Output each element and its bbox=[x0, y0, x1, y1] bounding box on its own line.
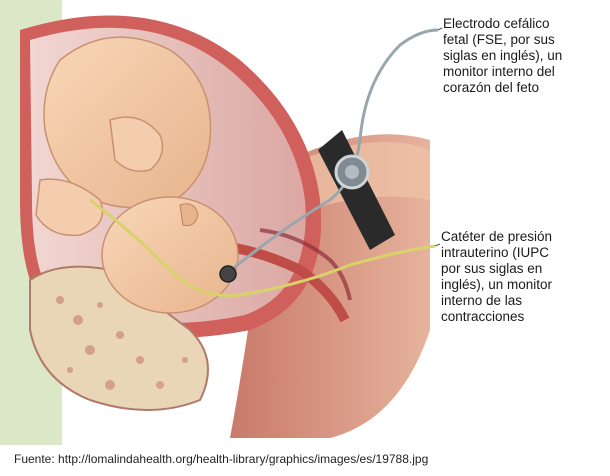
iupc-leader bbox=[435, 244, 440, 246]
source-caption: Fuente: http://lomalindahealth.org/healt… bbox=[14, 452, 428, 466]
fse-leader bbox=[438, 28, 442, 30]
electrode-disc bbox=[220, 266, 236, 282]
iupc-label: Catéter de presión intrauterino (IUPC po… bbox=[441, 229, 601, 325]
fse-label: Electrodo cefálico fetal (FSE, por sus s… bbox=[443, 16, 608, 96]
